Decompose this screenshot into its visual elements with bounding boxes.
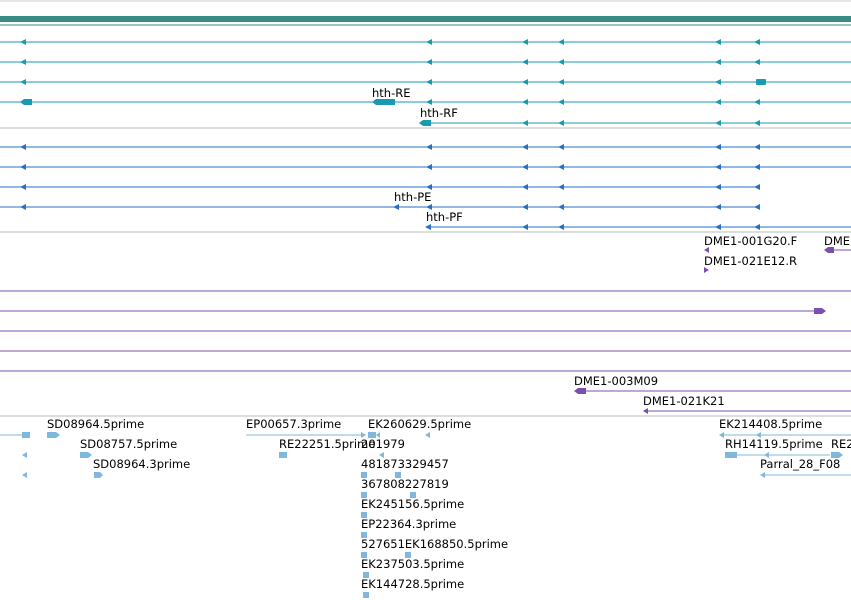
est-label: EP22364.3prime	[361, 517, 456, 531]
est-feature[interactable]: EP00657.3prime	[246, 417, 366, 438]
protein-row[interactable]	[0, 164, 851, 170]
est-feature[interactable]: EK144728.5prime	[361, 577, 464, 598]
est-feature[interactable]	[22, 452, 27, 458]
est-feature[interactable]: SD08964.5prime	[47, 417, 144, 438]
est-feature[interactable]	[379, 452, 384, 458]
est-feature[interactable]: SD08757.5prime	[80, 437, 177, 458]
gene-span-band	[0, 16, 851, 22]
transcript-track: hth-RE hth-RF	[0, 39, 851, 126]
est-feature[interactable]: EK260629.5prime	[368, 417, 471, 438]
est-feature[interactable]: RH14119.5prime	[725, 437, 830, 458]
protein-label-hth-pf: hth-PF	[426, 210, 463, 224]
clone-feature[interactable]: DME	[824, 234, 851, 253]
est-label: RE22251.5prime	[279, 437, 375, 451]
transcript-row[interactable]	[0, 39, 851, 45]
protein-track: hth-PE hth-PF	[0, 144, 851, 230]
protein-row-hth-pe[interactable]: hth-PE	[0, 190, 760, 210]
est-label: 367808227819	[361, 477, 449, 491]
est-label: EK245156.5prime	[361, 497, 464, 511]
est-label: SD08964.5prime	[47, 417, 144, 431]
est-label: EK237503.5prime	[361, 557, 464, 571]
est-label[interactable]: 201979	[361, 437, 405, 451]
est-label: EK144728.5prime	[361, 577, 464, 591]
est-feature[interactable]: SD08964.3prime	[93, 457, 190, 478]
clone-label: DME1-021K21	[643, 394, 725, 408]
clone-feature[interactable]: DME1-003M09	[574, 374, 851, 394]
est-feature[interactable]: 527651EK168850.5prime	[361, 537, 508, 558]
est-label: SD08964.3prime	[93, 457, 190, 471]
est-feature[interactable]: EK237503.5prime	[361, 557, 464, 578]
est-label: EK260629.5prime	[368, 417, 471, 431]
clone-feature[interactable]: DME1-021E12.R	[704, 254, 797, 273]
est-feature[interactable]	[0, 432, 30, 438]
protein-label-hth-pe: hth-PE	[394, 190, 431, 204]
clone-feature[interactable]: DME1-001G20.F	[704, 234, 797, 253]
protein-row[interactable]	[0, 144, 851, 150]
transcript-row[interactable]	[0, 79, 851, 85]
est-label: SD08757.5prime	[80, 437, 177, 451]
est-label: 481873329457	[361, 457, 449, 471]
clone-label: DME1-003M09	[574, 374, 658, 388]
clone-label: DME1-021E12.R	[704, 254, 797, 268]
est-track: SD08964.5prime SD08757.5prime SD08964.3p…	[0, 417, 851, 598]
est-feature[interactable]: EK214408.5prime	[719, 417, 851, 438]
est-feature[interactable]: 481873329457	[361, 457, 449, 478]
est-label: EK214408.5prime	[719, 417, 822, 431]
est-label: EP00657.3prime	[246, 417, 341, 431]
transcript-label-hth-rf: hth-RF	[420, 106, 458, 120]
est-feature[interactable]	[22, 472, 27, 478]
clone-feature[interactable]: DME1-021K21	[643, 394, 851, 414]
est-label: RE2	[831, 437, 851, 451]
transcript-row-hth-re[interactable]: hth-RE	[0, 86, 851, 105]
est-feature[interactable]: Parral_28_F08	[760, 457, 851, 478]
protein-row-hth-pf[interactable]: hth-PF	[425, 210, 851, 230]
est-label: 527651EK168850.5prime	[361, 537, 508, 551]
est-label: RH14119.5prime	[725, 437, 823, 451]
est-feature[interactable]: RE22251.5prime	[279, 437, 375, 458]
transcript-row[interactable]	[0, 59, 851, 65]
est-label: Parral_28_F08	[760, 457, 840, 471]
transcript-label-hth-re: hth-RE	[372, 86, 411, 100]
est-feature[interactable]: 367808227819	[361, 477, 449, 498]
est-feature[interactable]: EK245156.5prime	[361, 497, 464, 518]
transcript-row-hth-rf[interactable]: hth-RF	[419, 106, 851, 126]
clone-line[interactable]	[0, 308, 826, 314]
protein-row[interactable]	[0, 184, 760, 190]
est-feature[interactable]: RE2	[831, 437, 851, 458]
clone-label: DME1-001G20.F	[704, 234, 797, 248]
clone-track: DME1-001G20.F DME DME1-021E12.R DME1-003…	[0, 234, 851, 414]
clone-label: DME	[824, 234, 850, 248]
est-feature[interactable]: EP22364.3prime	[361, 517, 456, 538]
